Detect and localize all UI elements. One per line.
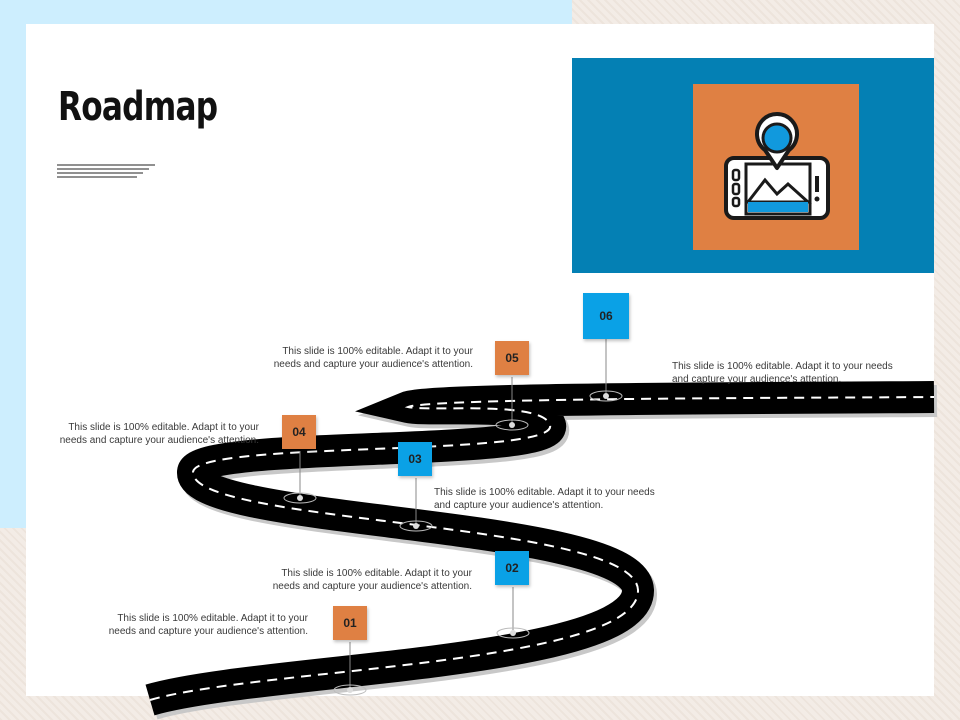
milestone-text-03: This slide is 100% editable. Adapt it to…: [434, 487, 655, 511]
milestone-text-05: This slide is 100% editable. Adapt it to…: [273, 346, 473, 370]
milestone-marker-05[interactable]: 05: [495, 341, 529, 375]
title-underline: [57, 164, 155, 178]
pin-02: [496, 587, 530, 639]
milestone-text-01: This slide is 100% editable. Adapt it to…: [108, 613, 308, 637]
milestone-text-04: This slide is 100% editable. Adapt it to…: [59, 422, 259, 446]
pin-05: [495, 377, 529, 431]
pin-04: [283, 451, 317, 504]
icon-tile: [693, 84, 859, 250]
pin-06: [589, 339, 623, 402]
pin-01: [333, 642, 367, 696]
milestone-text-06: This slide is 100% editable. Adapt it to…: [672, 361, 893, 385]
hero-panel: [572, 58, 934, 273]
milestone-marker-01[interactable]: 01: [333, 606, 367, 640]
milestone-marker-03[interactable]: 03: [398, 442, 432, 476]
milestone-marker-06[interactable]: 06: [583, 293, 629, 339]
milestone-text-02: This slide is 100% editable. Adapt it to…: [272, 568, 472, 592]
pin-03: [399, 478, 433, 532]
map-location-phone-icon: [724, 112, 830, 220]
milestone-marker-02[interactable]: 02: [495, 551, 529, 585]
milestone-marker-04[interactable]: 04: [282, 415, 316, 449]
page-title: Roadmap: [58, 84, 218, 130]
